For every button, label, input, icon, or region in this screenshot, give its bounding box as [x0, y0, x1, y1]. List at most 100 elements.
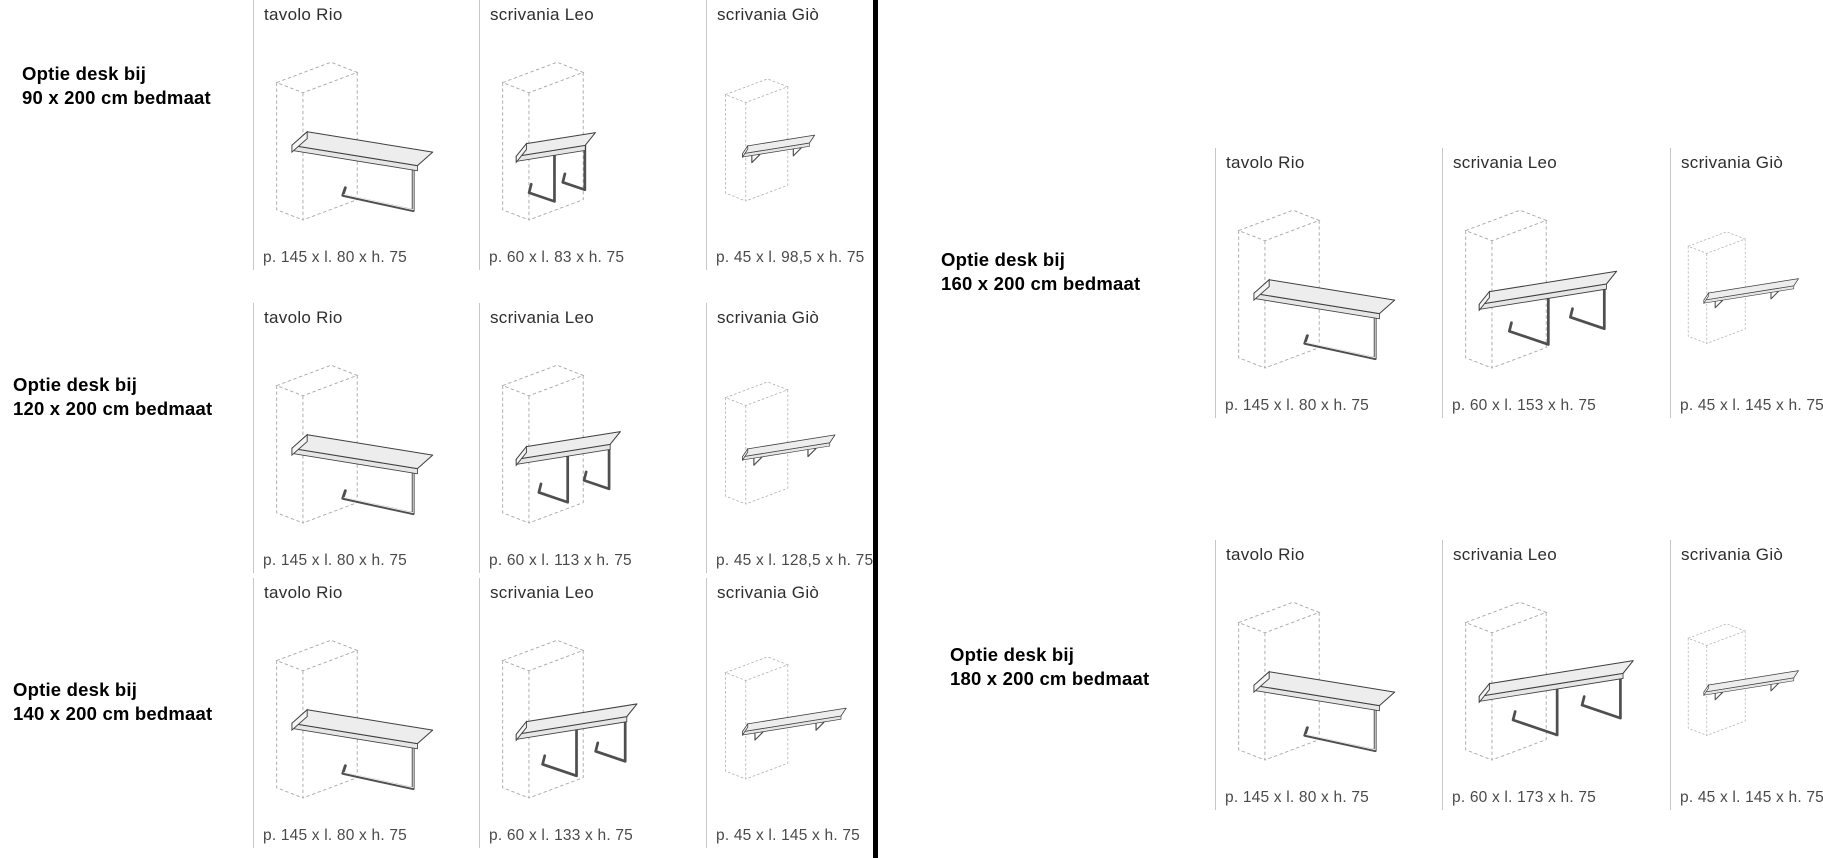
desk-drawing-rio — [1237, 209, 1396, 369]
desk-drawing-rio — [275, 364, 434, 524]
desk-drawing-leo — [501, 639, 638, 799]
product-drawing — [1675, 570, 1813, 782]
product-dimensions: p. 145 x l. 80 x h. 75 — [1225, 397, 1369, 414]
product-title: scrivania Leo — [490, 5, 595, 24]
product-title: scrivania Leo — [1453, 545, 1558, 564]
product-drawing — [258, 333, 468, 545]
desk-leg — [1507, 290, 1550, 346]
bed-panel-outline — [724, 656, 789, 780]
product-dimensions: p. 145 x l. 80 x h. 75 — [263, 827, 407, 844]
product-drawing — [258, 30, 468, 242]
product-dimensions: p. 45 x l. 98,5 x h. 75 — [716, 249, 865, 266]
bed-size-label-line1: Optie desk bij — [13, 374, 138, 395]
product-cell: scrivania Giò p. 45 x l. 145 x h. 75 — [1670, 148, 1823, 418]
product-dimensions: p. 60 x l. 133 x h. 75 — [489, 827, 633, 844]
product-cell: scrivania Leo p. 60 x l. 173 x h. 75 — [1442, 540, 1667, 810]
bed-size-label-line1: Optie desk bij — [950, 644, 1075, 665]
bed-size-label-line1: Optie desk bij — [22, 63, 147, 84]
bed-panel-outline — [1464, 601, 1548, 761]
desk-drawing-gio — [724, 381, 836, 505]
product-cell: tavolo Rio p. 145 x l. 80 x h. 75 — [1215, 540, 1439, 810]
product-cell: scrivania Leo p. 60 x l. 133 x h. 75 — [479, 578, 703, 848]
desk-drawing-leo — [1464, 209, 1618, 369]
bed-size-label-line2: 120 x 200 cm bedmaat — [13, 398, 213, 419]
desk-drawing-leo — [501, 364, 621, 524]
desk-leg — [582, 441, 611, 491]
desk-leg — [1580, 670, 1622, 720]
product-cell: scrivania Leo p. 60 x l. 83 x h. 75 — [479, 0, 703, 270]
bed-size-label-line2: 90 x 200 cm bedmaat — [22, 87, 211, 108]
desk-leo — [1478, 660, 1634, 737]
center-divider-line — [873, 0, 878, 858]
bed-size-label-line2: 160 x 200 cm bedmaat — [941, 273, 1141, 294]
product-title: tavolo Rio — [264, 5, 343, 24]
desk-leo — [1478, 270, 1618, 346]
bed-panel-outline — [501, 639, 585, 799]
bed-panel-outline — [724, 381, 789, 505]
product-drawing — [711, 333, 862, 545]
shelf-gio — [742, 707, 847, 741]
desk-drawing-gio — [724, 656, 847, 780]
desk-leg — [537, 448, 570, 504]
product-cell: tavolo Rio p. 145 x l. 80 x h. 75 — [253, 0, 476, 270]
product-drawing — [1675, 178, 1813, 390]
bed-size-label: Optie desk bij 180 x 200 cm bedmaat — [950, 643, 1149, 691]
product-title: tavolo Rio — [1226, 153, 1305, 172]
product-dimensions: p. 45 x l. 145 x h. 75 — [1680, 397, 1823, 414]
bed-size-label: Optie desk bij 120 x 200 cm bedmaat — [13, 373, 212, 421]
product-title: tavolo Rio — [264, 308, 343, 327]
product-dimensions: p. 145 x l. 80 x h. 75 — [1225, 789, 1369, 806]
bed-panel-outline — [501, 61, 585, 221]
desk-drawing-leo — [501, 61, 596, 221]
desk-drawing-gio — [1687, 231, 1799, 344]
desk-rio — [1253, 278, 1396, 361]
product-dimensions: p. 60 x l. 153 x h. 75 — [1452, 397, 1596, 414]
product-cell: scrivania Giò p. 45 x l. 145 x h. 75 — [706, 578, 870, 848]
bed-panel-outline — [1687, 231, 1747, 344]
shelf-gio — [1703, 670, 1799, 701]
product-drawing — [711, 608, 862, 820]
desk-drawing-rio — [275, 61, 434, 221]
product-drawing — [484, 30, 695, 242]
product-drawing — [484, 608, 695, 820]
product-drawing — [484, 333, 695, 545]
desk-drawing-rio — [275, 639, 434, 799]
desk-drawing-gio — [1687, 623, 1799, 736]
product-dimensions: p. 60 x l. 83 x h. 75 — [489, 249, 625, 266]
product-title: scrivania Giò — [717, 583, 820, 602]
bed-size-label-line1: Optie desk bij — [13, 679, 138, 700]
desk-rio — [291, 433, 434, 516]
desk-leg — [561, 142, 587, 192]
product-cell: scrivania Giò p. 45 x l. 145 x h. 75 — [1670, 540, 1823, 810]
desk-drawing-rio — [1237, 601, 1396, 761]
bed-size-label-line1: Optie desk bij — [941, 249, 1066, 270]
product-drawing — [258, 608, 468, 820]
product-dimensions: p. 60 x l. 113 x h. 75 — [489, 552, 632, 569]
product-dimensions: p. 60 x l. 173 x h. 75 — [1452, 789, 1596, 806]
bed-panel-outline — [1687, 623, 1747, 736]
product-title: tavolo Rio — [1226, 545, 1305, 564]
product-cell: scrivania Leo p. 60 x l. 153 x h. 75 — [1442, 148, 1667, 418]
product-drawing — [1220, 178, 1431, 390]
shelf-gio — [742, 434, 836, 466]
product-title: scrivania Leo — [1453, 153, 1558, 172]
desk-rio — [1253, 670, 1396, 753]
product-title: tavolo Rio — [264, 583, 343, 602]
product-title: scrivania Giò — [1681, 153, 1784, 172]
product-cell: tavolo Rio p. 145 x l. 80 x h. 75 — [253, 303, 476, 573]
desk-leo — [515, 132, 596, 203]
shelf-gio — [742, 134, 816, 164]
product-cell: scrivania Giò p. 45 x l. 128,5 x h. 75 — [706, 303, 873, 573]
product-dimensions: p. 45 x l. 145 x h. 75 — [716, 827, 860, 844]
product-drawing — [711, 30, 862, 242]
desk-leg — [1511, 681, 1559, 737]
product-cell: tavolo Rio p. 145 x l. 80 x h. 75 — [1215, 148, 1439, 418]
product-title: scrivania Giò — [717, 308, 820, 327]
desk-drawing-leo — [1464, 601, 1634, 761]
desk-leg — [1569, 281, 1606, 331]
product-drawing — [1220, 570, 1431, 782]
desk-rio — [291, 130, 434, 213]
bed-panel-outline — [1464, 209, 1548, 369]
product-dimensions: p. 145 x l. 80 x h. 75 — [263, 552, 407, 569]
